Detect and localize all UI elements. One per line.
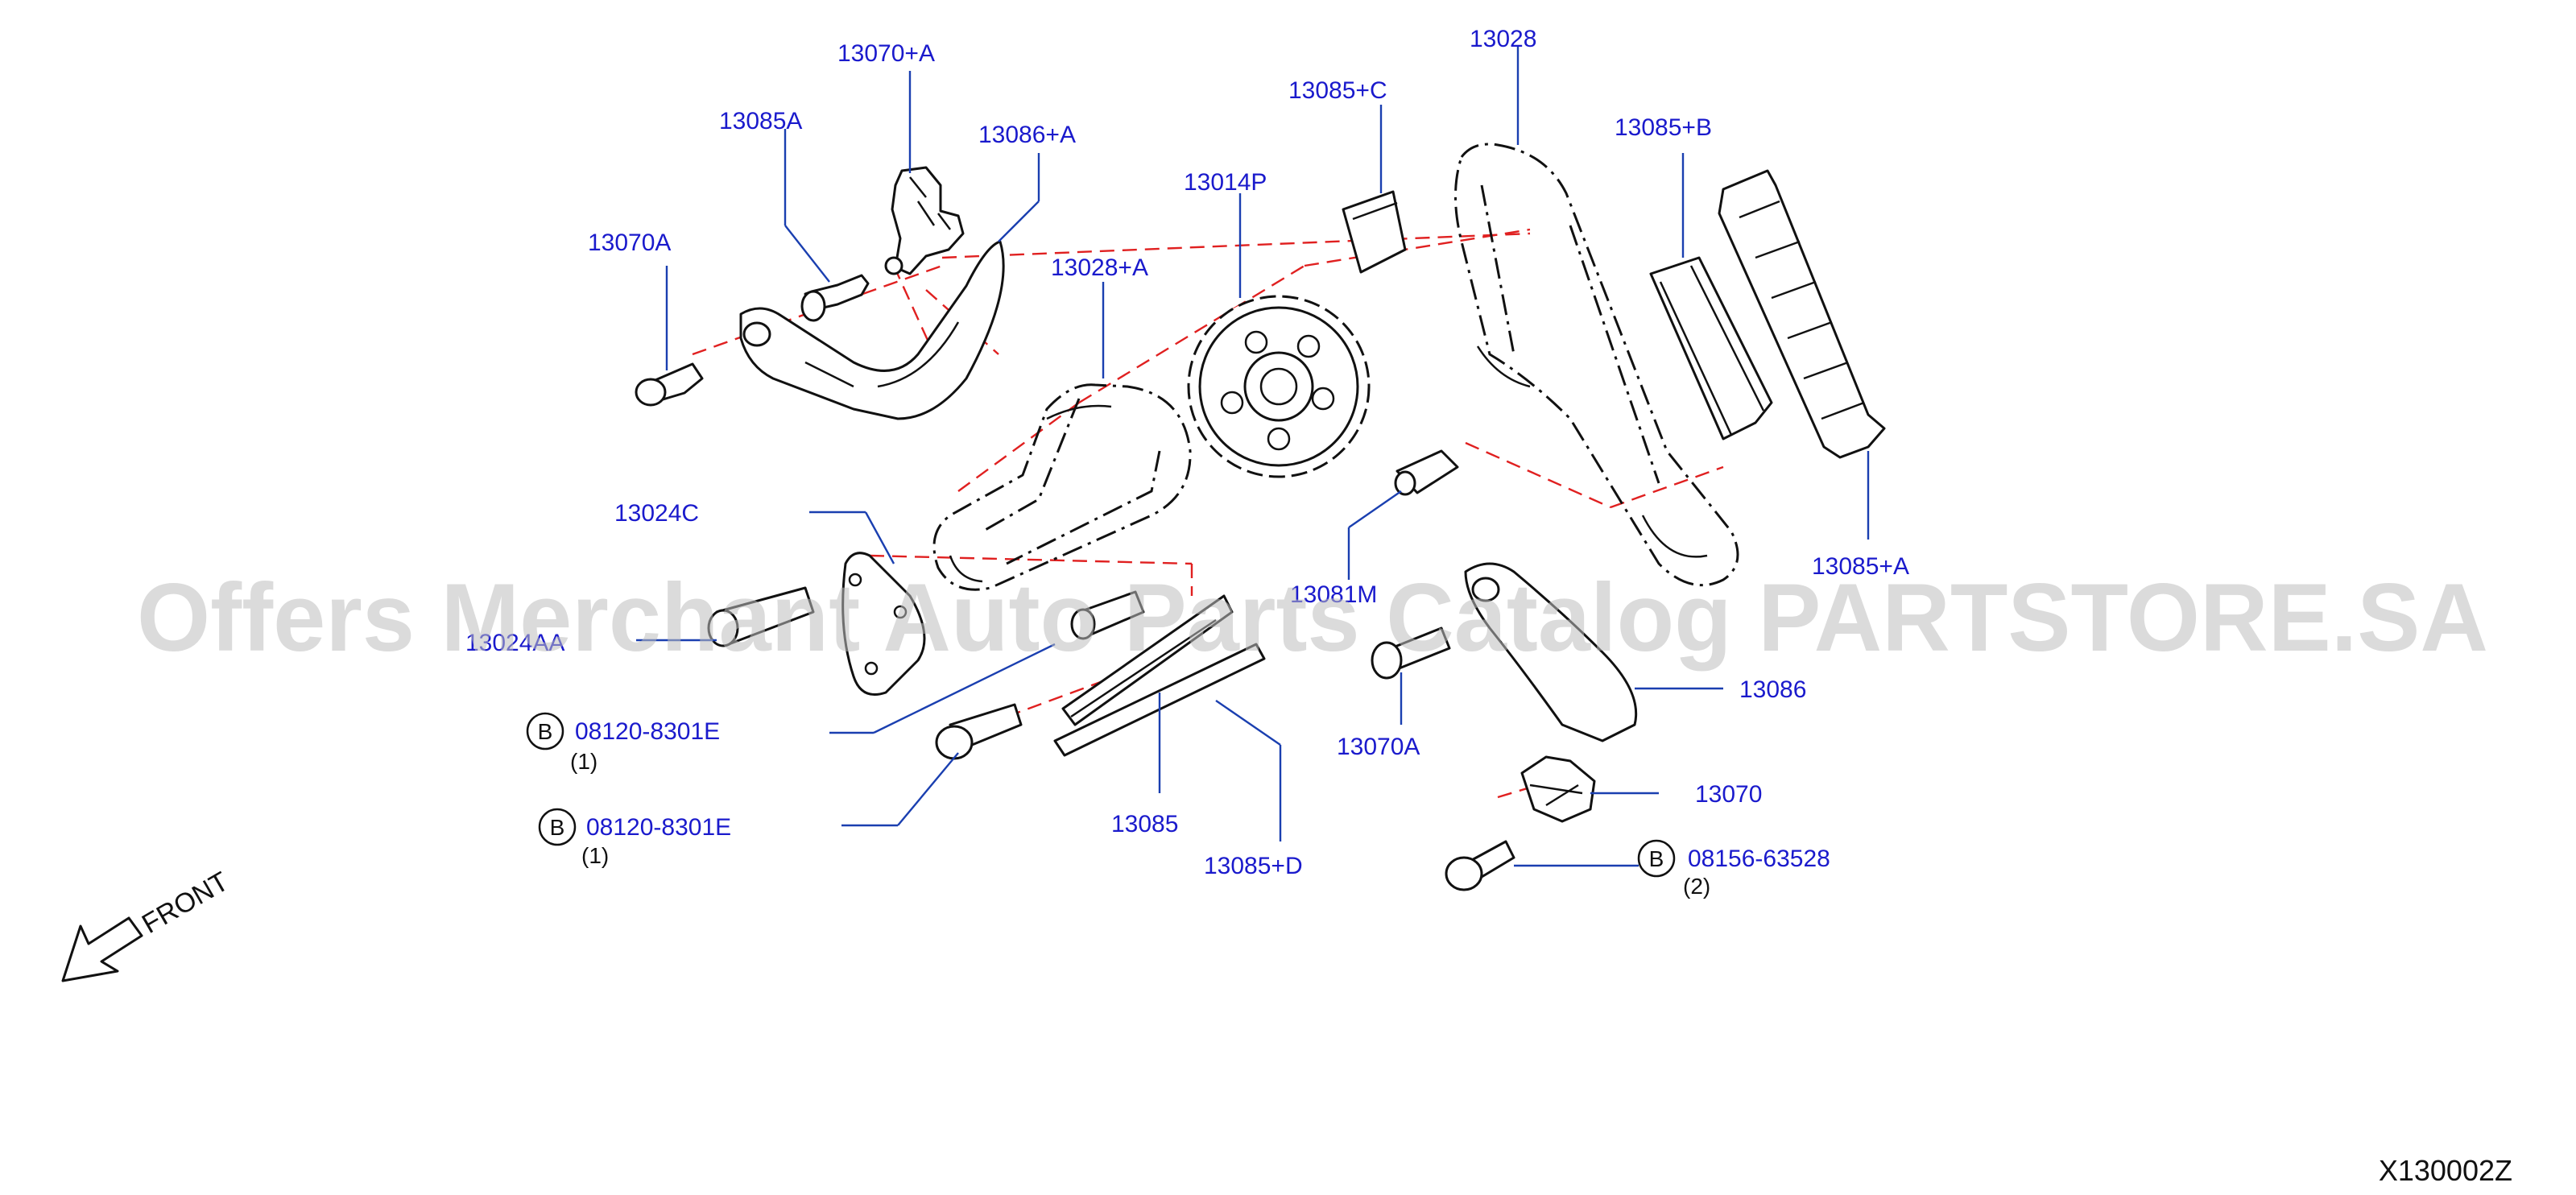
label-13085B: 13085+B <box>1615 114 1712 141</box>
tension-arm-lower <box>1464 562 1638 742</box>
badge-circle <box>526 712 564 750</box>
bolt-number: 08120-8301E <box>586 814 731 841</box>
label-13024AA: 13024AA <box>465 630 564 656</box>
label-13070A-plus: 13070+A <box>837 40 935 67</box>
bolt-badge: B <box>538 719 553 744</box>
label-13085D: 13085+D <box>1204 853 1303 879</box>
pad-13085B <box>1649 256 1773 440</box>
label-13085: 13085 <box>1111 811 1178 837</box>
label-13070A-lower: 13070A <box>1337 734 1420 760</box>
bolt-number: 08120-8301E <box>575 718 720 745</box>
bolt-lower-right <box>1445 840 1515 891</box>
front-label: FRONT <box>137 866 234 939</box>
label-13085C: 13085+C <box>1288 77 1387 104</box>
label-13085plusA: 13085+A <box>1812 553 1909 580</box>
diagram-code: X130002Z <box>2379 1154 2512 1187</box>
bolt-callout-3: B 08156-63528 (2) <box>1637 839 1830 899</box>
bolt-number: 08156-63528 <box>1688 846 1830 872</box>
bolt-callout-1: B 08120-8301E (1) <box>526 712 720 774</box>
badge-circle <box>1637 839 1676 878</box>
label-13081M: 13081M <box>1290 581 1377 608</box>
bolt-13024AA <box>707 586 815 647</box>
gasket-13024C <box>841 552 926 696</box>
label-13085A: 13085A <box>719 108 802 134</box>
bolt-qty: (1) <box>570 749 597 774</box>
label-13070A: 13070A <box>588 229 671 256</box>
front-arrow-icon <box>61 916 143 982</box>
bolt-qty: (1) <box>581 843 609 868</box>
tensioner-upper <box>884 166 965 275</box>
part-labels: 13070+A 13085A 13086+A 13070A 13028+A 13… <box>465 26 1909 879</box>
label-13086: 13086 <box>1739 676 1806 703</box>
watermark: Offers Merchant Auto Parts Catalog PARTS… <box>137 564 2488 672</box>
bolt-badge: B <box>550 815 565 840</box>
label-13086A: 13086+A <box>978 122 1076 148</box>
pad-13085C <box>1342 190 1407 274</box>
bolt-lower-left <box>935 703 1023 760</box>
label-13024C: 13024C <box>614 500 699 527</box>
bolt-13070A-lower <box>1371 626 1451 680</box>
badge-circle <box>538 808 577 846</box>
bolt-13085A <box>800 274 870 322</box>
chain-primary <box>1454 143 1739 587</box>
label-13014P: 13014P <box>1184 169 1267 196</box>
oil-jet <box>1394 449 1459 496</box>
bolt-13070A <box>635 362 704 407</box>
guide-13085A <box>1718 169 1886 459</box>
leader-lines <box>636 47 1870 867</box>
front-indicator: FRONT <box>61 866 234 982</box>
chain-secondary <box>932 383 1192 591</box>
tensioner-lower <box>1520 755 1596 823</box>
guide-arm-upper <box>739 240 1005 420</box>
label-13070: 13070 <box>1695 781 1762 808</box>
sprocket <box>1187 295 1371 478</box>
bolt-badge: B <box>1649 846 1664 871</box>
label-13028A: 13028+A <box>1051 254 1148 281</box>
label-13028: 13028 <box>1470 26 1536 52</box>
bolt-qty: (2) <box>1683 874 1710 899</box>
bolt-callout-2: B 08120-8301E (1) <box>538 808 731 868</box>
